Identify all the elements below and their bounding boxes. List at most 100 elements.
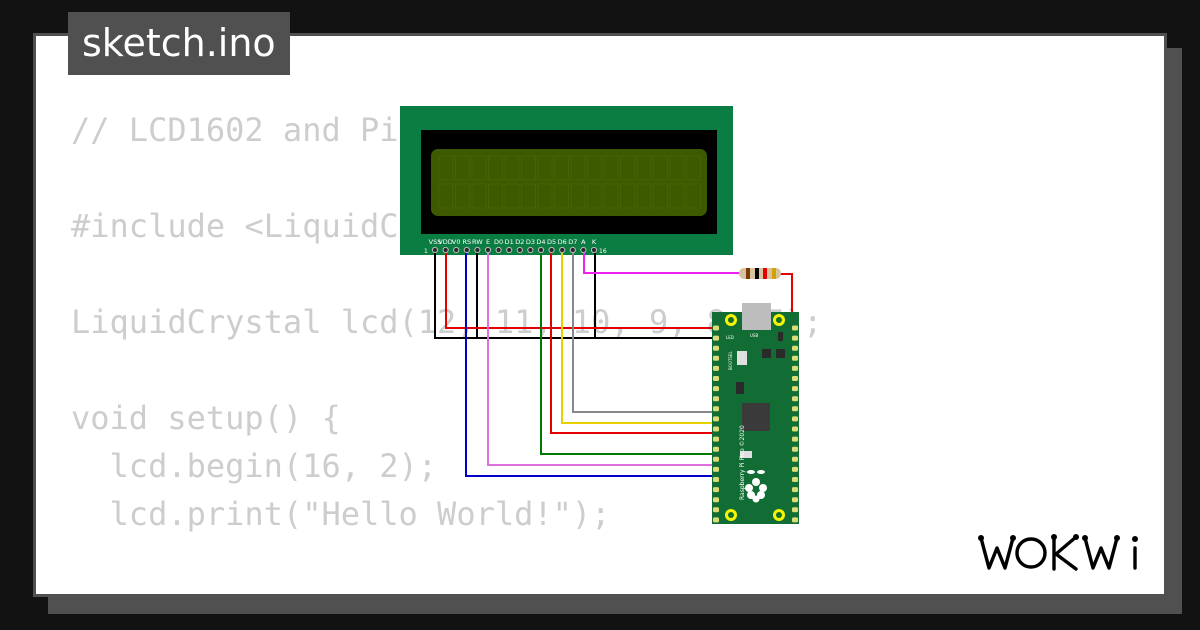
file-name-tab: sketch.ino (68, 12, 290, 75)
pico-pin-left[interactable] (713, 497, 719, 503)
pico-pin-right[interactable] (792, 487, 798, 493)
lcd-pin-end: 16 (599, 248, 607, 255)
pico-pin-left[interactable] (713, 365, 719, 371)
pico-pin-right[interactable] (792, 477, 798, 482)
pico-pin-left[interactable] (713, 426, 719, 432)
raspberry-logo (745, 470, 767, 503)
code-line: #include <LiquidC (71, 207, 399, 245)
lcd-pin-label: RW (472, 238, 483, 246)
pico-pin-right[interactable] (792, 335, 798, 341)
wire-e (487, 250, 720, 466)
pico-pin-left[interactable] (713, 466, 719, 472)
lcd-pin[interactable] (527, 246, 534, 254)
lcd-pin[interactable] (569, 246, 576, 254)
pico-pin-left[interactable] (713, 456, 719, 462)
pico-pin-right[interactable] (792, 325, 798, 331)
lcd-pin-start: 1 (424, 248, 428, 255)
pico-pin-left[interactable] (713, 345, 719, 351)
usb-label: USB (750, 333, 758, 338)
wire-anode (583, 250, 740, 274)
pico-pin-left[interactable] (713, 507, 719, 513)
lcd-character-grid (438, 155, 701, 209)
pico-pin-left[interactable] (713, 446, 719, 452)
lcd-pin-label: V0 (452, 238, 461, 246)
lcd-pin[interactable] (537, 246, 545, 254)
lcd-pin-label: D7 (568, 238, 577, 246)
wires (434, 250, 793, 477)
board-text: Raspberry Pi Pico ©2020 (739, 425, 746, 500)
lcd-pin-label: D2 (515, 238, 524, 246)
lcd-pin[interactable] (559, 246, 566, 254)
code-line: void setup() { (71, 399, 341, 437)
pico-pin-left[interactable] (713, 517, 719, 523)
lcd-pin-label: D1 (505, 238, 514, 246)
lcd-pin[interactable] (474, 246, 481, 254)
code-line: lcd.begin(16, 2); (71, 447, 438, 485)
pico-pin-right[interactable] (792, 426, 798, 432)
led-label: LED (726, 335, 734, 340)
pico-pin-right[interactable] (792, 436, 798, 442)
lcd-pin-label: RS (462, 238, 471, 246)
pico-pin-left[interactable] (713, 487, 719, 493)
lcd-pin[interactable] (453, 246, 460, 254)
pico-pin-left[interactable] (713, 477, 719, 482)
lcd-display (431, 149, 707, 216)
pico-pin-right[interactable] (792, 396, 798, 402)
lcd-pin-label: D3 (526, 238, 535, 246)
pico-pin-right[interactable] (792, 456, 798, 462)
wire-gnd-vss (434, 250, 720, 339)
lcd-pin[interactable] (580, 246, 587, 254)
lcd-pin-label: D5 (547, 238, 556, 246)
rp2040-chip (742, 403, 770, 431)
lcd-pin[interactable] (506, 246, 513, 254)
pico-pin-left[interactable] (713, 406, 719, 412)
lcd-pin-label: VSS (429, 238, 442, 246)
wire-d6 (561, 250, 720, 424)
lcd-pin[interactable] (548, 246, 555, 254)
raspberry-pi-pico[interactable]: LED USB BOOTSEL Raspberry Pi Pico ©2020 (712, 303, 799, 524)
pico-pin-right[interactable] (792, 466, 798, 472)
pico-pin-right[interactable] (792, 507, 798, 513)
usb-connector (742, 303, 771, 330)
wire-d4 (540, 250, 720, 455)
lcd-pin-label: E (486, 238, 490, 246)
lcd-pin[interactable] (516, 246, 523, 254)
pico-pin-right[interactable] (792, 446, 798, 452)
lcd-pin[interactable] (495, 246, 502, 254)
lcd-pin-label: VDD (438, 238, 452, 246)
lcd-header-pins (431, 246, 598, 254)
pico-pin-right[interactable] (792, 406, 798, 412)
pico-pin-right[interactable] (792, 376, 798, 381)
pico-pin-right[interactable] (792, 497, 798, 503)
lcd-pin[interactable] (463, 246, 470, 254)
lcd-pin[interactable] (431, 246, 439, 254)
bootsel-button[interactable] (737, 351, 747, 365)
pico-pin-left[interactable] (713, 376, 719, 381)
pico-pin-left[interactable] (713, 355, 719, 361)
pico-pin-left[interactable] (713, 416, 719, 422)
pico-pin-right[interactable] (792, 365, 798, 371)
pico-pin-left[interactable] (713, 335, 719, 341)
pico-pin-left[interactable] (713, 436, 719, 442)
resistor[interactable] (739, 268, 781, 279)
lcd-pin-label: D6 (558, 238, 567, 246)
pico-pin-left[interactable] (713, 396, 719, 402)
lcd-pin[interactable] (442, 246, 449, 254)
pico-pin-right[interactable] (792, 416, 798, 422)
pico-pin-left[interactable] (713, 325, 719, 331)
wire-rs (465, 250, 720, 477)
lcd-pin[interactable] (484, 246, 492, 254)
pico-pin-right[interactable] (792, 386, 798, 392)
lcd-pin-label: D0 (494, 238, 503, 246)
lcd-pin[interactable] (590, 246, 598, 254)
pico-pin-left[interactable] (713, 386, 719, 392)
lcd-pin-label: K (592, 238, 597, 246)
pico-pin-right[interactable] (792, 355, 798, 361)
pico-pin-right[interactable] (792, 345, 798, 351)
code-line: lcd.setCursor(0, 1); (71, 586, 822, 594)
pico-pin-right[interactable] (792, 517, 798, 523)
